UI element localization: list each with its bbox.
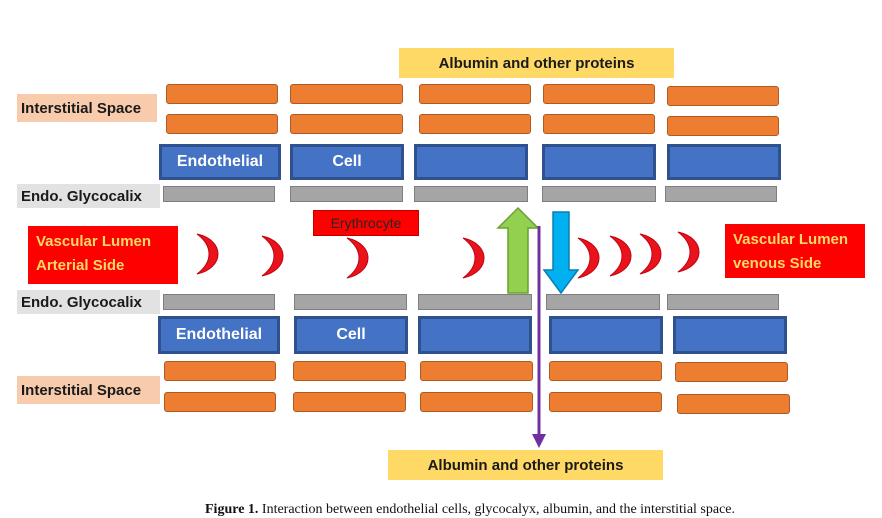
glycocalyx-segment — [290, 186, 403, 202]
glycocalix-top-label: Endo. Glycocalix — [17, 184, 160, 208]
interstitial-brick — [419, 114, 531, 134]
erythrocyte-icon — [609, 235, 632, 277]
endothelial-cell-top: Cell — [290, 144, 404, 180]
arrow-down-icon — [542, 211, 580, 295]
glycocalyx-segment — [414, 186, 528, 202]
interstitial-space-top-label: Interstitial Space — [17, 94, 157, 122]
caption-figure-number: Figure 1. — [205, 502, 259, 517]
glycocalyx-segment — [667, 294, 779, 310]
interstitial-brick — [293, 392, 406, 412]
arrow-through-icon — [532, 434, 546, 448]
interstitial-brick — [420, 361, 533, 381]
endothelial-cell-bottom: Endothelial — [158, 316, 280, 354]
interstitial-brick — [164, 392, 276, 412]
albumin-bottom-label: Albumin and other proteins — [388, 450, 663, 480]
glycocalix-bottom-label: Endo. Glycocalix — [17, 290, 160, 314]
lumen-venous-line-2: venous Side — [733, 255, 822, 272]
glycocalyx-segment — [542, 186, 656, 202]
interstitial-brick — [420, 392, 533, 412]
interstitial-brick — [675, 362, 788, 382]
endothelial-cell-top: Endothelial — [159, 144, 281, 180]
interstitial-brick — [549, 392, 662, 412]
endothelial-cell-top — [414, 144, 528, 180]
glycocalyx-segment — [418, 294, 532, 310]
interstitial-brick — [166, 114, 278, 134]
lumen-arterial-line-1: Vascular Lumen — [36, 233, 152, 250]
glycocalyx-segment — [294, 294, 407, 310]
endothelial-cell-top — [667, 144, 781, 180]
lumen-venous-line-1: Vascular Lumen — [733, 231, 849, 248]
interstitial-brick — [293, 361, 406, 381]
interstitial-brick — [164, 361, 276, 381]
interstitial-brick — [419, 84, 531, 104]
glycocalyx-segment — [163, 186, 275, 202]
lumen-arterial-line-2: Arterial Side — [36, 257, 125, 274]
interstitial-brick — [667, 86, 779, 106]
albumin-top-label: Albumin and other proteins — [399, 48, 674, 78]
erythrocyte-icon — [346, 237, 369, 279]
erythrocyte-icon — [196, 233, 219, 275]
figure-caption: Figure 1. Interaction between endothelia… — [205, 502, 735, 518]
interstitial-brick — [667, 116, 779, 136]
endothelial-cell-top — [542, 144, 656, 180]
erythrocyte-icon — [261, 235, 284, 277]
erythrocyte-icon — [677, 231, 700, 273]
interstitial-brick — [549, 361, 662, 381]
glycocalyx-segment — [546, 294, 660, 310]
erythrocyte-icon — [577, 237, 600, 279]
endothelial-cell-bottom — [418, 316, 532, 354]
erythrocyte-icon — [462, 237, 485, 279]
arrow-up-icon — [496, 206, 540, 294]
interstitial-brick — [677, 394, 790, 414]
interstitial-brick — [543, 114, 655, 134]
endothelial-cell-bottom — [549, 316, 663, 354]
erythrocyte-label: Erythrocyte — [313, 210, 419, 236]
lumen-venous-label: Vascular Lumen venous Side — [725, 224, 865, 278]
interstitial-space-bottom-label: Interstitial Space — [17, 376, 160, 404]
endothelial-cell-bottom: Cell — [294, 316, 408, 354]
endothelial-cell-bottom — [673, 316, 787, 354]
lumen-arterial-label: Vascular Lumen Arterial Side — [28, 226, 178, 284]
glycocalyx-segment — [665, 186, 777, 202]
interstitial-brick — [543, 84, 655, 104]
erythrocyte-icon — [639, 233, 662, 275]
glycocalyx-segment — [163, 294, 275, 310]
caption-text: Interaction between endothelial cells, g… — [261, 502, 736, 517]
interstitial-brick — [290, 84, 403, 104]
interstitial-brick — [166, 84, 278, 104]
interstitial-brick — [290, 114, 403, 134]
